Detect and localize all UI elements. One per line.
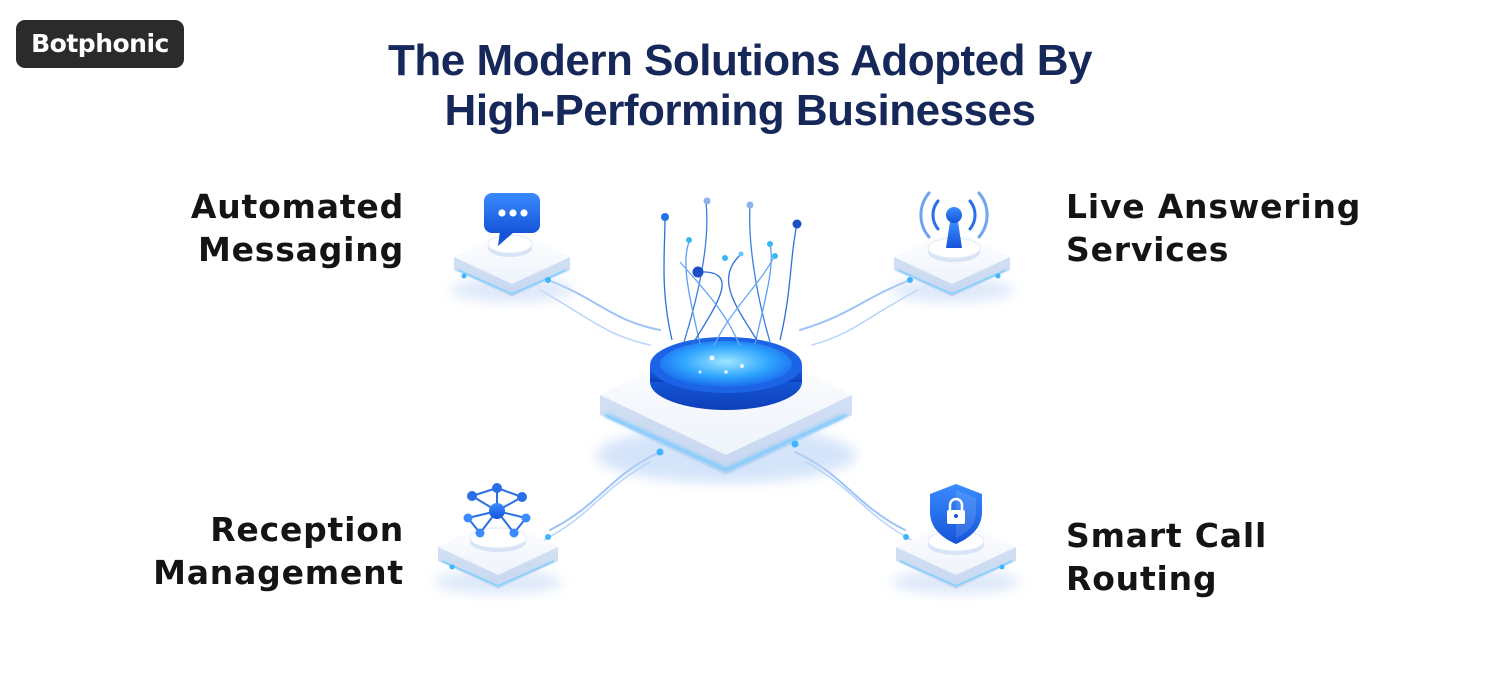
solution-label-smart-call-routing: Smart Call Routing <box>1066 514 1396 600</box>
solution-label-line: Messaging <box>197 230 404 269</box>
solution-label-line: Management <box>153 553 404 592</box>
central-hub <box>596 335 856 483</box>
hub-node <box>791 440 799 448</box>
shield-lock-icon <box>930 484 982 544</box>
chat-bubble-icon <box>484 193 540 246</box>
platform-reception-management <box>434 519 562 594</box>
page-title-line-2: High-Performing Businesses <box>444 86 1036 135</box>
solution-label-reception-management: Reception Management <box>110 508 404 594</box>
solution-label-line: Routing <box>1066 559 1218 598</box>
broadcast-antenna-icon <box>919 191 989 248</box>
solution-label-line: Reception <box>210 510 404 549</box>
data-fountain <box>663 201 798 347</box>
solution-label-line: Services <box>1066 230 1230 269</box>
brand-logo: Botphonic <box>16 20 184 68</box>
platform-automated-messaging <box>450 230 574 302</box>
page-title: The Modern Solutions Adopted By High-Per… <box>300 36 1180 136</box>
network-nodes-icon <box>463 483 531 538</box>
platform-live-answering <box>890 230 1014 302</box>
fountain-nodes <box>661 197 802 278</box>
solution-label-line: Live Answering <box>1066 187 1362 226</box>
solution-label-automated-messaging: Automated Messaging <box>110 185 404 271</box>
solution-label-line: Automated <box>190 187 404 226</box>
solution-label-line: Smart Call <box>1066 516 1268 555</box>
page-title-line-1: The Modern Solutions Adopted By <box>388 36 1092 85</box>
hub-node <box>656 448 664 456</box>
solution-label-live-answering: Live Answering Services <box>1066 185 1396 271</box>
